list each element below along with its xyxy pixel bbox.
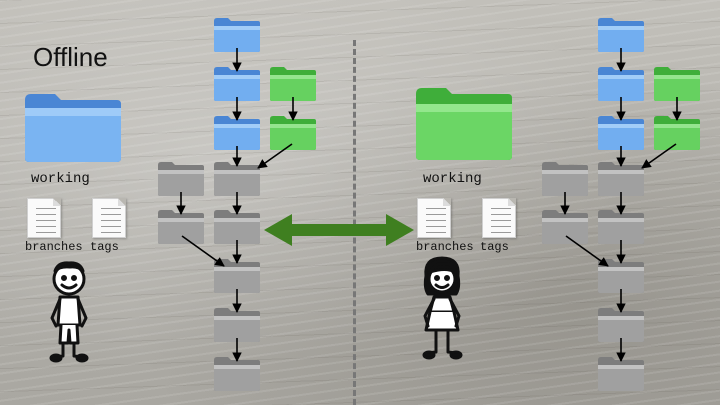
left-commit-folder-icon xyxy=(214,116,260,150)
left-tags-label: tags xyxy=(90,240,119,254)
right-branches-document-icon xyxy=(417,198,451,238)
right-tags-label: tags xyxy=(480,240,509,254)
right-commit-folder-icon xyxy=(598,67,644,101)
right-commit-folder-icon xyxy=(598,210,644,244)
right-commit-folder-icon xyxy=(598,116,644,150)
left-branches-document-icon xyxy=(27,198,61,238)
left-branch-folder-icon xyxy=(270,116,316,150)
right-commit-folder-icon xyxy=(598,259,644,293)
left-side-merge-arrow xyxy=(181,235,225,267)
left-merge-arrow xyxy=(257,143,293,169)
right-working-label: working xyxy=(423,171,482,187)
slide-title: Offline xyxy=(33,42,108,72)
right-commit-folder-icon xyxy=(598,162,644,196)
right-branch-folder-icon xyxy=(654,67,700,101)
left-commit-folder-icon xyxy=(214,259,260,293)
left-branches-label: branches xyxy=(25,240,83,254)
right-branch-folder-icon xyxy=(654,116,700,150)
right-commit-folder-icon xyxy=(598,18,644,52)
left-tags-document-icon xyxy=(92,198,126,238)
right-commit-folder-icon xyxy=(598,357,644,391)
left-branch-folder-icon xyxy=(270,67,316,101)
right-tags-document-icon xyxy=(482,198,516,238)
left-commit-folder-icon xyxy=(214,67,260,101)
left-commit-folder-icon xyxy=(214,18,260,52)
left-working-label: working xyxy=(31,171,90,187)
right-branches-label: branches xyxy=(416,240,474,254)
right-tag-folder-icon xyxy=(542,162,588,196)
left-tag-folder-icon xyxy=(158,162,204,196)
right-commit-folder-icon xyxy=(598,308,644,342)
left-commit-folder-icon xyxy=(214,210,260,244)
left-commit-folder-icon xyxy=(214,308,260,342)
left-commit-folder-icon xyxy=(214,357,260,391)
right-side-merge-arrow xyxy=(565,235,609,267)
right-tag-folder-icon xyxy=(542,210,588,244)
left-tag-folder-icon xyxy=(158,210,204,244)
left-commit-folder-icon xyxy=(214,162,260,196)
right-merge-arrow xyxy=(641,143,677,169)
